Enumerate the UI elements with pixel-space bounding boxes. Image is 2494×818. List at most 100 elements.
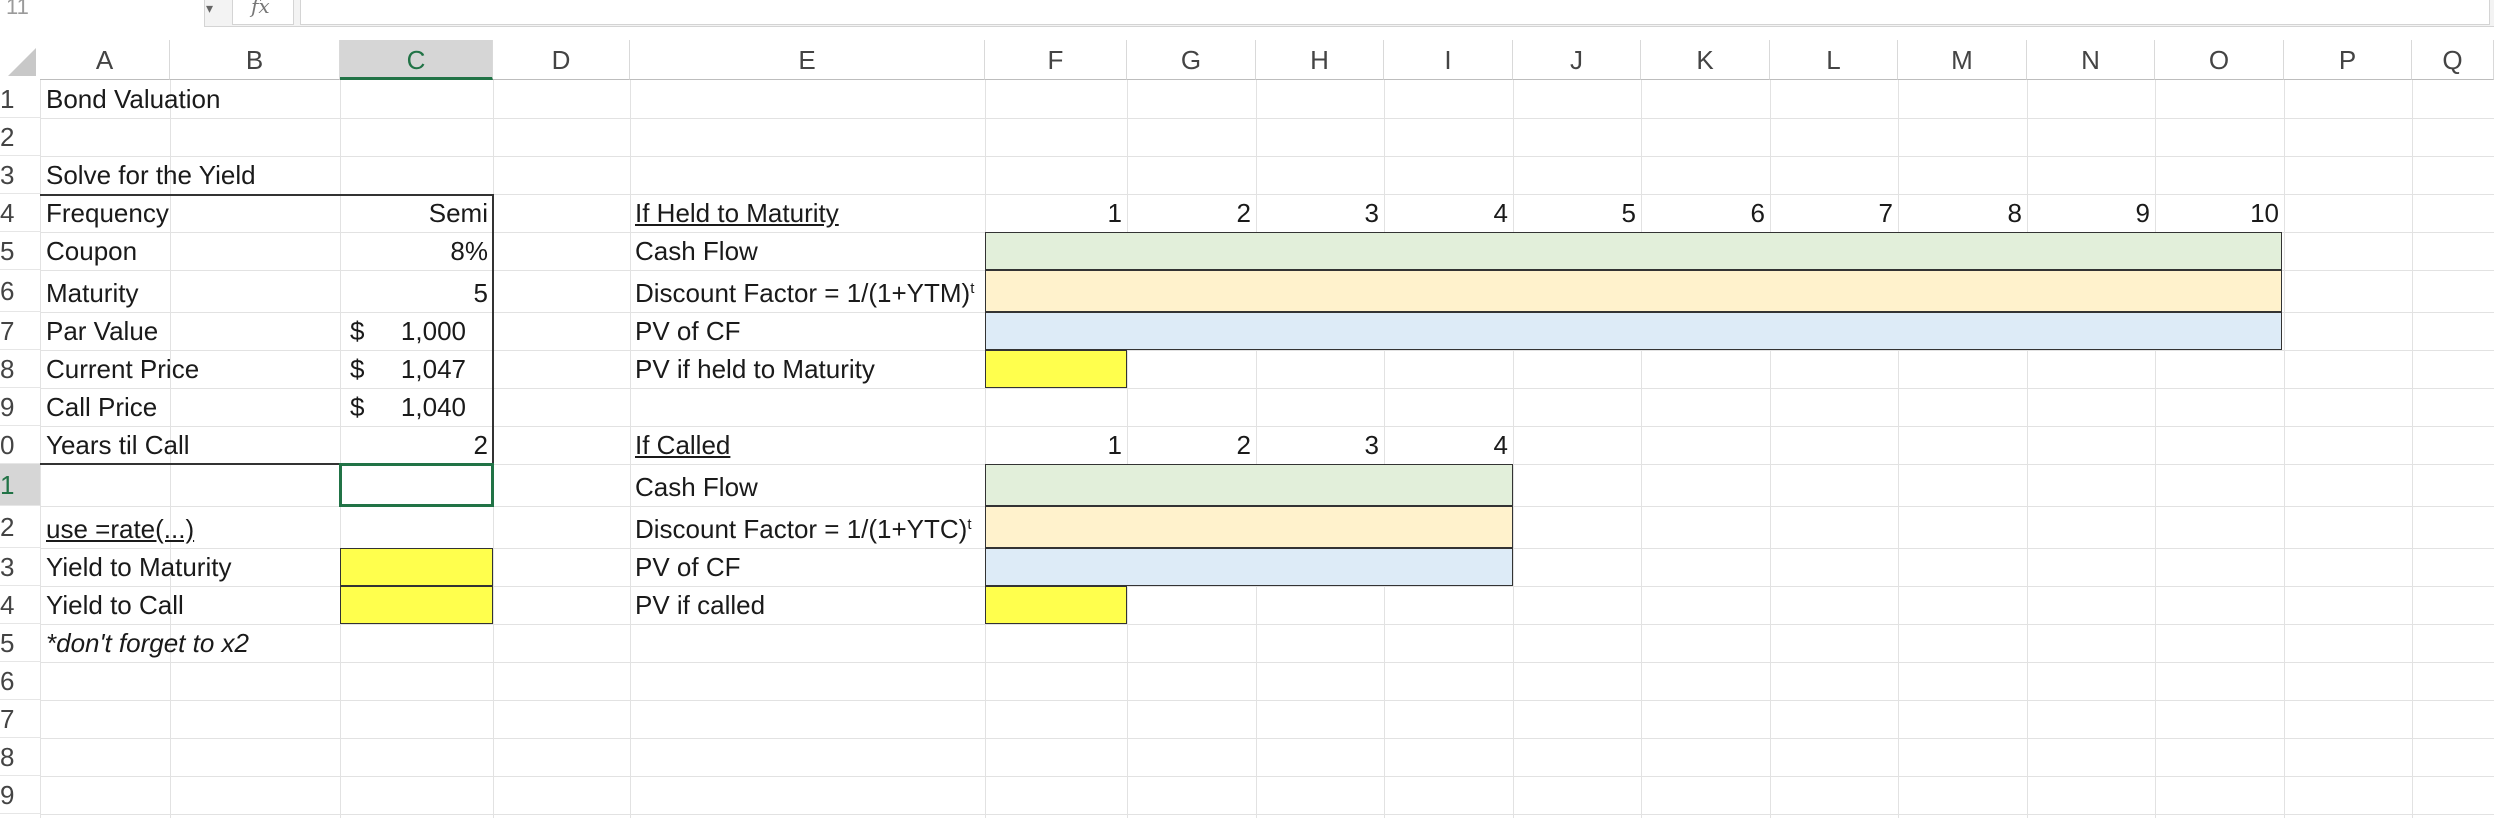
row-header[interactable]: 7 [0,312,40,350]
period-number[interactable]: 4 [1493,198,1508,228]
cell-a13[interactable]: Yield to Maturity [46,552,232,582]
cell-c10[interactable]: 2 [473,430,488,460]
cell-e5[interactable]: Cash Flow [635,236,758,266]
column-header-b[interactable]: B [170,40,340,80]
row-header[interactable]: 3 [0,548,40,586]
cell-e13[interactable]: PV of CF [635,552,741,582]
cell-e14[interactable]: PV if called [635,590,766,620]
call-discount-factor-range[interactable] [985,506,1513,548]
cell-a1[interactable]: Bond Valuation [46,84,221,114]
column-header-f[interactable]: F [985,40,1127,80]
cell-a10[interactable]: Years til Call [46,430,190,460]
pv-if-called-cell[interactable] [985,586,1127,624]
pv-of-cf-range[interactable] [985,312,2282,350]
cell-a6[interactable]: Maturity [46,278,139,308]
column-header-m[interactable]: M [1898,40,2027,80]
column-header-c[interactable]: C [340,40,493,80]
cell-c4[interactable]: Semi [428,198,488,228]
cell-a15[interactable]: *don't forget to x2 [46,628,249,658]
row-header[interactable]: 6 [0,662,40,700]
column-header-h[interactable]: H [1256,40,1384,80]
cell-e7[interactable]: PV of CF [635,316,741,346]
name-box[interactable]: 11 [0,0,205,27]
cell-c6[interactable]: 5 [473,278,488,308]
gridline [985,80,986,818]
pv-held-to-maturity-cell[interactable] [985,350,1127,388]
column-header-i[interactable]: I [1384,40,1513,80]
cell-c7[interactable]: 1,000 [400,316,466,346]
call-period-number[interactable]: 1 [1107,430,1122,460]
row-header[interactable]: 1 [0,464,40,506]
row-header[interactable]: 1 [0,80,40,118]
cell-a8[interactable]: Current Price [46,354,200,384]
column-header-k[interactable]: K [1641,40,1770,80]
cell-a3[interactable]: Solve for the Yield [46,160,256,190]
yield-to-maturity-cell[interactable] [340,548,493,586]
cell-a4[interactable]: Frequency [46,198,169,228]
chevron-down-icon[interactable]: ▾ [206,0,214,16]
cell-a9[interactable]: Call Price [46,392,158,422]
period-number[interactable]: 8 [2007,198,2022,228]
cell-c8[interactable]: 1,047 [400,354,466,384]
row-header[interactable]: 3 [0,156,40,194]
row-header[interactable]: 4 [0,586,40,624]
cell-a12[interactable]: use =rate(...) [46,514,195,544]
row-header[interactable]: 0 [0,426,40,464]
active-cell[interactable] [339,463,494,507]
select-all-button[interactable] [0,40,40,80]
gridline [2027,80,2028,818]
column-header-q[interactable]: Q [2412,40,2494,80]
column-header-o[interactable]: O [2155,40,2284,80]
row-header[interactable]: 8 [0,738,40,776]
period-number[interactable]: 5 [1621,198,1636,228]
exponent-t: t [970,280,975,297]
discount-factor-range[interactable] [985,270,2282,312]
column-header-p[interactable]: P [2284,40,2412,80]
period-number[interactable]: 2 [1236,198,1251,228]
cell-e8[interactable]: PV if held to Maturity [635,354,875,384]
row-header[interactable]: 5 [0,232,40,270]
cell-e10[interactable]: If Called [635,430,731,460]
cash-flow-range[interactable] [985,232,2282,270]
cell-e4[interactable]: If Held to Maturity [635,198,839,228]
call-period-number[interactable]: 2 [1236,430,1251,460]
row-header[interactable]: 9 [0,388,40,426]
cell-e12[interactable]: Discount Factor = 1/(1+YTC)t [635,511,972,547]
gridline [1256,80,1257,818]
row-header[interactable]: 4 [0,194,40,232]
formula-input[interactable] [300,0,2490,25]
column-header-n[interactable]: N [2027,40,2155,80]
cell-e6[interactable]: Discount Factor = 1/(1+YTM)t [635,275,974,311]
call-cash-flow-range[interactable] [985,464,1513,506]
cell-a14[interactable]: Yield to Call [46,590,184,620]
period-number[interactable]: 10 [2250,198,2279,228]
yield-to-call-cell[interactable] [340,586,493,624]
call-period-number[interactable]: 4 [1493,430,1508,460]
column-header-a[interactable]: A [40,40,170,80]
column-header-d[interactable]: D [493,40,630,80]
row-header[interactable]: 6 [0,270,40,312]
row-header[interactable]: 5 [0,624,40,662]
period-number[interactable]: 6 [1750,198,1765,228]
period-number[interactable]: 9 [2135,198,2150,228]
row-header[interactable]: 8 [0,350,40,388]
call-pv-of-cf-range[interactable] [985,548,1513,586]
row-header[interactable]: 2 [0,118,40,156]
row-header[interactable]: 7 [0,700,40,738]
period-number[interactable]: 1 [1107,198,1122,228]
cell-a7[interactable]: Par Value [46,316,159,346]
call-period-number[interactable]: 3 [1364,430,1379,460]
period-number[interactable]: 3 [1364,198,1379,228]
insert-function-button[interactable]: fx [232,0,294,25]
column-header-g[interactable]: G [1127,40,1256,80]
column-header-j[interactable]: J [1513,40,1641,80]
row-header[interactable]: 9 [0,776,40,814]
column-header-l[interactable]: L [1770,40,1898,80]
row-header[interactable]: 2 [0,506,40,548]
period-number[interactable]: 7 [1878,198,1893,228]
cell-c9[interactable]: 1,040 [400,392,466,422]
column-header-e[interactable]: E [630,40,985,80]
cell-e11[interactable]: Cash Flow [635,472,758,502]
cell-a5[interactable]: Coupon [46,236,138,266]
cell-c5[interactable]: 8% [450,236,488,266]
